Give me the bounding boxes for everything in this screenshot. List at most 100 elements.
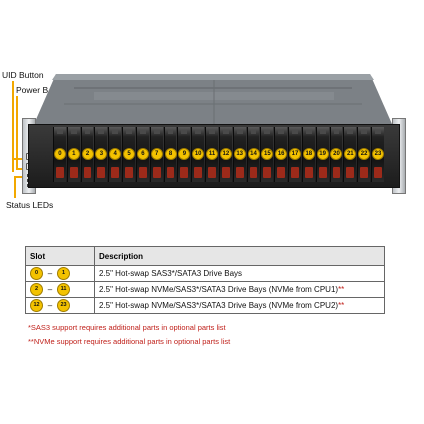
bay-number-badge: 7 xyxy=(150,148,163,160)
description-cell: 2.5" Hot-swap NVMe/SAS3*/SATA3 Drive Bay… xyxy=(94,297,385,314)
bay-number-badge: 14 xyxy=(247,148,260,160)
footnote-marker: ** xyxy=(338,301,345,310)
slot-range-cell: 2–11 xyxy=(25,281,95,298)
drive-release-tab[interactable] xyxy=(166,167,175,178)
bay-number-badge: 11 xyxy=(206,148,219,160)
bay-number-badge: 17 xyxy=(288,148,301,160)
drive-release-tab[interactable] xyxy=(125,167,133,178)
drive-latch xyxy=(57,130,63,134)
drive-bay[interactable]: 10 xyxy=(191,127,205,182)
drive-release-tab[interactable] xyxy=(346,167,355,178)
drive-release-tab[interactable] xyxy=(208,167,216,178)
bay-number-badge: 6 xyxy=(136,148,149,160)
bay-number-badge: 3 xyxy=(95,148,108,160)
slot-range-cell: 0–1 xyxy=(25,265,95,282)
drive-latch xyxy=(264,130,271,134)
drive-bay[interactable]: 6 xyxy=(135,127,149,182)
drive-bay[interactable]: 1 xyxy=(66,127,80,182)
bay-number-badge: 19 xyxy=(316,148,329,160)
drive-release-tab[interactable] xyxy=(263,167,272,178)
drive-latch xyxy=(84,130,91,134)
drive-release-tab[interactable] xyxy=(374,167,382,178)
drive-bay[interactable]: 8 xyxy=(163,127,177,182)
drive-bay[interactable]: 9 xyxy=(177,127,191,182)
drive-latch xyxy=(222,130,229,134)
bay-number-badge: 22 xyxy=(358,148,371,160)
range-dash: – xyxy=(47,285,53,294)
drive-release-tab[interactable] xyxy=(249,167,258,178)
drive-latch xyxy=(112,130,119,134)
description-cell: 2.5" Hot-swap NVMe/SAS3*/SATA3 Drive Bay… xyxy=(94,281,385,298)
drive-latch xyxy=(292,130,298,134)
drive-bay[interactable]: 15 xyxy=(260,127,274,182)
bay-number-badge: 13 xyxy=(233,148,246,160)
drive-release-tab[interactable] xyxy=(235,167,244,178)
power-leader-tick xyxy=(16,168,26,170)
drive-release-tab[interactable] xyxy=(304,167,313,178)
drive-release-tab[interactable] xyxy=(194,167,203,178)
drive-bay[interactable]: 23 xyxy=(371,127,384,182)
drive-bay[interactable]: 7 xyxy=(149,127,163,182)
drive-latch xyxy=(250,130,257,134)
drive-release-tab[interactable] xyxy=(83,167,92,178)
drive-release-tab[interactable] xyxy=(277,167,286,178)
footnote-marker: ** xyxy=(338,285,345,294)
drive-latch xyxy=(236,130,243,134)
drive-bay[interactable]: 16 xyxy=(274,127,288,182)
status-leds-label: Status LEDs xyxy=(6,200,54,210)
drive-bay[interactable]: 20 xyxy=(329,127,343,182)
drive-latch xyxy=(347,130,354,134)
drive-latch xyxy=(333,130,340,134)
bay-number-badge: 21 xyxy=(344,148,357,160)
drive-bay[interactable]: 4 xyxy=(108,127,122,182)
drive-bay[interactable]: 0 xyxy=(53,127,66,182)
drive-latch xyxy=(195,130,202,134)
drive-release-tab[interactable] xyxy=(180,167,189,178)
drive-bay[interactable]: 5 xyxy=(122,127,136,182)
drive-bay[interactable]: 12 xyxy=(218,127,232,182)
drive-bay[interactable]: 21 xyxy=(343,127,357,182)
drive-bay[interactable]: 18 xyxy=(301,127,315,182)
drive-release-tab[interactable] xyxy=(56,167,64,178)
bay-number-badge: 16 xyxy=(275,148,288,160)
drive-release-tab[interactable] xyxy=(97,167,106,178)
drive-bay[interactable]: 17 xyxy=(288,127,301,182)
drive-latch xyxy=(305,130,312,134)
drive-latch xyxy=(319,130,326,134)
drive-release-tab[interactable] xyxy=(291,167,299,178)
drive-release-tab[interactable] xyxy=(318,167,327,178)
drive-release-tab[interactable] xyxy=(69,167,78,178)
description-cell: 2.5" Hot-swap SAS3*/SATA3 Drive Bays xyxy=(94,265,385,282)
drive-bay[interactable]: 13 xyxy=(232,127,246,182)
drive-latch xyxy=(278,130,285,134)
table-row: 2–11 2.5" Hot-swap NVMe/SAS3*/SATA3 Drive… xyxy=(25,281,385,298)
drive-bay[interactable]: 19 xyxy=(315,127,329,182)
bay-number-badge: 12 xyxy=(219,148,232,160)
drive-release-tab[interactable] xyxy=(332,167,341,178)
drive-bay[interactable]: 11 xyxy=(205,127,219,182)
drive-bay[interactable]: 22 xyxy=(357,127,371,182)
bay-number-badge: 10 xyxy=(192,148,205,160)
bay-number-badge: 8 xyxy=(164,148,177,160)
drive-bay[interactable]: 2 xyxy=(80,127,94,182)
drive-release-tab[interactable] xyxy=(138,167,147,178)
uid-leader-line xyxy=(12,81,14,172)
table-row: 0–1 2.5" Hot-swap SAS3*/SATA3 Drive Bays xyxy=(25,265,385,282)
slot-start-badge: 0 xyxy=(30,267,43,280)
drive-release-tab[interactable] xyxy=(152,167,161,178)
drive-bay[interactable]: 3 xyxy=(94,127,108,182)
description-text: 2.5" Hot-swap SAS3*/SATA3 Drive Bays xyxy=(99,269,243,278)
slot-end-badge: 23 xyxy=(57,299,70,312)
bay-number-badge: 0 xyxy=(53,148,66,160)
drive-release-tab[interactable] xyxy=(221,167,230,178)
bay-number-badge: 18 xyxy=(302,148,315,160)
drive-release-tab[interactable] xyxy=(360,167,369,178)
uid-leader-tick xyxy=(12,158,26,160)
drive-bay[interactable]: 14 xyxy=(246,127,260,182)
bay-number-badge: 2 xyxy=(81,148,94,160)
drive-release-tab[interactable] xyxy=(111,167,120,178)
description-column-header: Description xyxy=(94,246,385,266)
description-text: 2.5" Hot-swap NVMe/SAS3*/SATA3 Drive Bay… xyxy=(99,285,339,294)
